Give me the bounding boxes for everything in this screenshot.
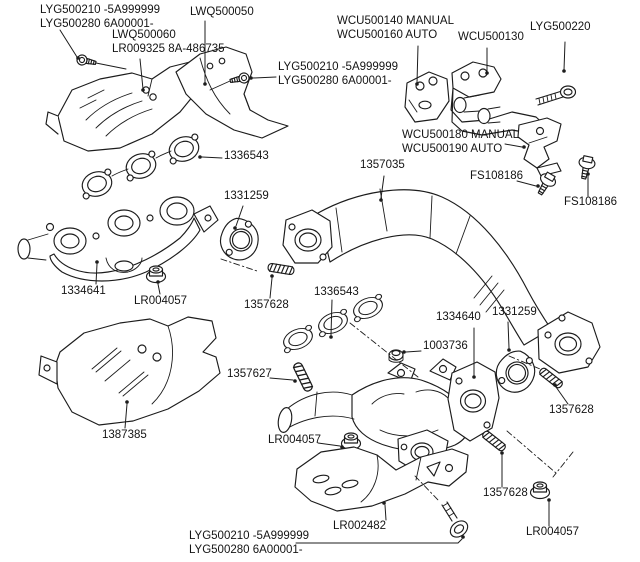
part-label-manifold-lh: 1334641 bbox=[61, 285, 106, 297]
drawing-bracket-lower bbox=[517, 117, 562, 177]
assembly-axis-lines bbox=[220, 258, 574, 502]
part-label-bracket-mount: WCU500140 MANUAL WCU500160 AUTO bbox=[337, 15, 454, 42]
drawing-shield-lower-lh bbox=[38, 316, 221, 426]
part-label-stud-long: 1357627 bbox=[227, 368, 272, 380]
drawing-bolt-shield-right bbox=[209, 71, 251, 91]
part-label-shield-lower-rh: LR002482 bbox=[333, 520, 387, 532]
part-label-heat-shield-outer: LWQ500050 bbox=[190, 6, 254, 18]
part-label-line: WCU500160 AUTO bbox=[337, 28, 438, 41]
part-label-line: LYG500280 6A00001- bbox=[278, 74, 392, 87]
part-label-stud-1: 1357628 bbox=[244, 299, 289, 311]
part-label-bolt-small-top: LYG500210 -5A999999 LYG500280 6A00001- bbox=[40, 4, 160, 31]
part-label-bracket-lower: WCU500180 MANUAL WCU500190 AUTO bbox=[402, 129, 519, 156]
part-label-nut-3: LR004057 bbox=[526, 526, 580, 538]
part-label-nut-cap: 1003736 bbox=[423, 340, 468, 352]
leader-lines bbox=[59, 20, 590, 544]
part-label-heat-shield-inner: LWQ500060 LR009325 8A-486735 bbox=[112, 29, 225, 56]
part-label-line: LYG500210 -5A999999 bbox=[278, 61, 398, 73]
drawing-manifold-lh bbox=[17, 196, 219, 282]
part-label-line: WCU500190 AUTO bbox=[402, 142, 503, 155]
part-label-line: LYG500280 6A00001- bbox=[40, 17, 154, 30]
drawing-gasket-pipe-lower bbox=[491, 346, 540, 397]
drawing-nut-cap bbox=[388, 349, 404, 363]
part-label-screw-fs-left: FS108186 bbox=[470, 170, 524, 182]
part-label-nut-2: LR004057 bbox=[268, 434, 322, 446]
drawing-gasket-manifold-lower bbox=[278, 292, 388, 355]
part-label-gasket-pipe-upper: 1331259 bbox=[224, 190, 269, 202]
part-label-nut-1: LR004057 bbox=[134, 295, 188, 307]
drawing-screw-fs-right bbox=[575, 154, 597, 181]
part-label-front-pipe: 1357035 bbox=[360, 159, 405, 171]
drawing-gasket-manifold-upper bbox=[76, 131, 205, 202]
drawing-stud-1 bbox=[266, 262, 296, 276]
drawing-heat-shield-upper-outer bbox=[175, 46, 289, 139]
drawing-front-pipe bbox=[282, 188, 601, 374]
part-label-gasket-manifold-lower: 1336543 bbox=[314, 286, 359, 298]
part-label-bracket-support: WCU500130 bbox=[458, 31, 524, 43]
part-label-line: LWQ500060 bbox=[112, 29, 176, 41]
drawing-bolt-bracket bbox=[535, 85, 577, 106]
part-label-bolt-small-mid: LYG500210 -5A999999 LYG500280 6A00001- bbox=[278, 61, 398, 88]
part-label-shield-lower-lh: 1387385 bbox=[102, 429, 147, 441]
part-label-line: LYG500280 6A00001- bbox=[189, 543, 303, 556]
drawing-nut-lr004057-3 bbox=[529, 481, 551, 500]
drawing-shield-lower-rh bbox=[294, 446, 469, 512]
drawing-stud-long bbox=[291, 360, 315, 394]
drawing-stud-3 bbox=[480, 429, 508, 453]
part-label-line: LYG500210 -5A999999 bbox=[189, 530, 309, 542]
part-label-gasket-manifold-upper: 1336543 bbox=[224, 150, 269, 162]
drawing-bolt-bottom bbox=[441, 501, 469, 538]
drawing-bolt-shield-left bbox=[75, 53, 127, 70]
part-label-bolt-small-bottom: LYG500210 -5A999999 LYG500280 6A00001- bbox=[189, 530, 309, 557]
part-label-screw-fs-right: FS108186 bbox=[564, 196, 618, 208]
part-label-stud-3: 1357628 bbox=[483, 487, 528, 499]
part-label-line: WCU500180 MANUAL bbox=[402, 129, 519, 141]
part-label-manifold-rh: 1334640 bbox=[436, 311, 481, 323]
drawing-nut-lr004057-1 bbox=[145, 265, 167, 284]
drawing-gasket-pipe-upper bbox=[217, 215, 261, 263]
part-label-line: LR009325 8A-486735 bbox=[112, 42, 225, 55]
part-label-line: WCU500140 MANUAL bbox=[337, 15, 454, 27]
drawing-heat-shield-upper-inner bbox=[45, 61, 203, 152]
part-label-stud-2: 1357628 bbox=[549, 404, 594, 416]
part-label-line: LYG500210 -5A999999 bbox=[40, 4, 160, 16]
drawing-screw-fs-left bbox=[532, 169, 559, 199]
part-label-bolt-bracket: LYG500220 bbox=[530, 21, 591, 33]
drawing-bracket-mount bbox=[404, 71, 450, 123]
part-label-gasket-pipe-lower: 1331259 bbox=[492, 306, 537, 318]
